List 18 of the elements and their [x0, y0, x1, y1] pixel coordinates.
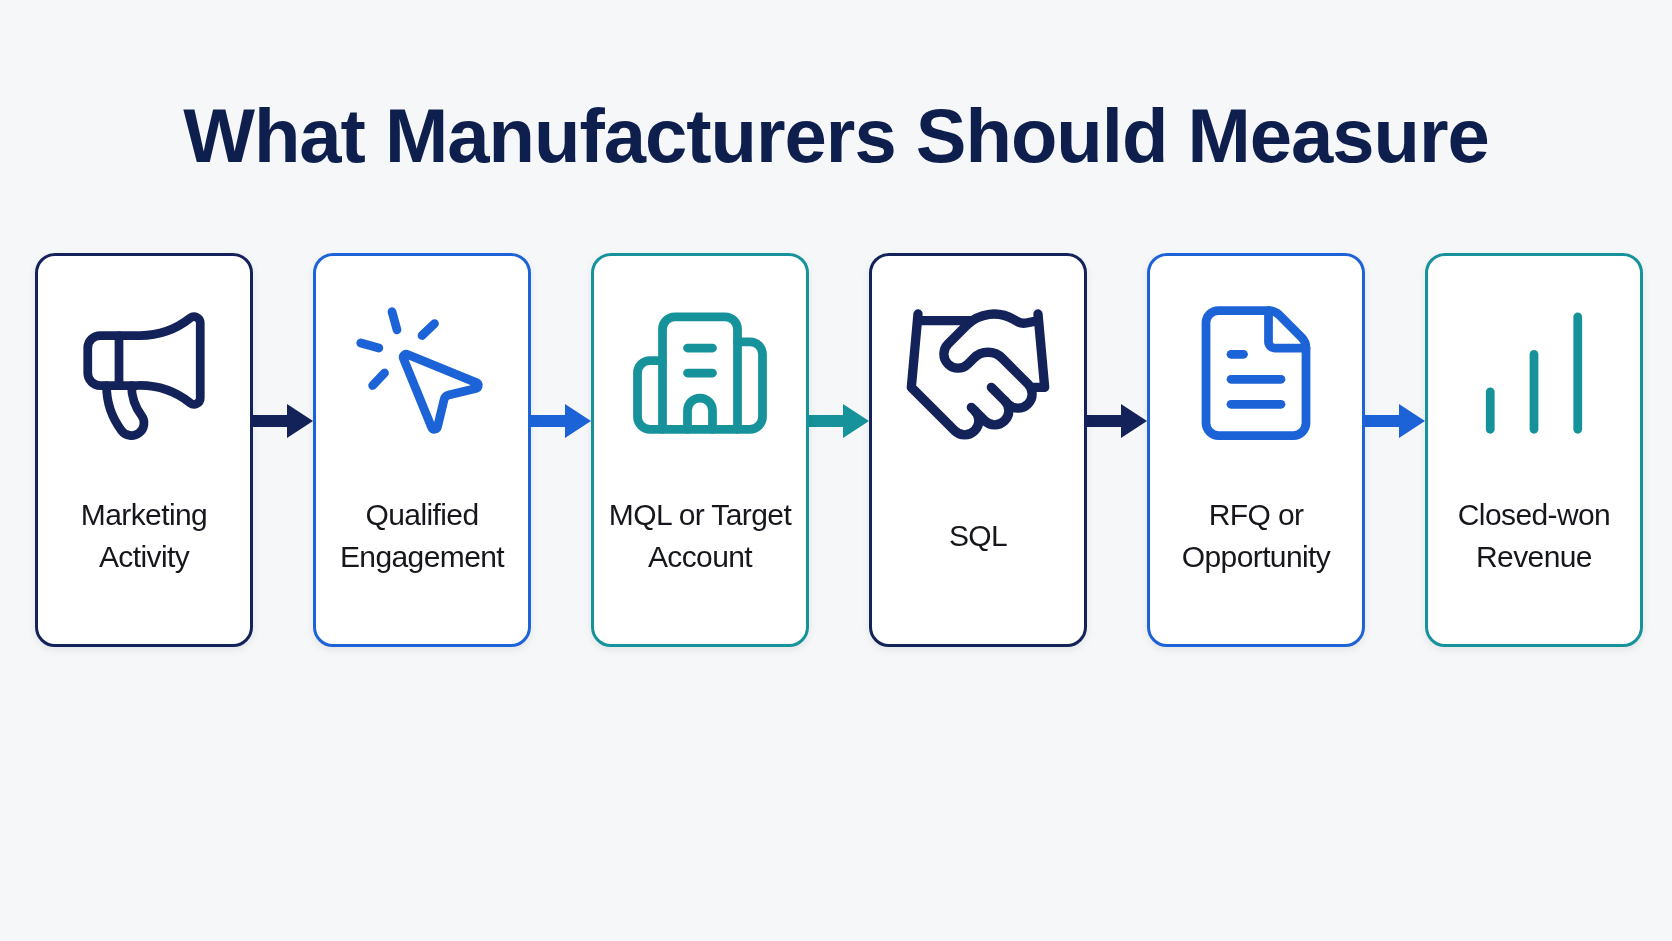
arrow: [1365, 404, 1425, 438]
diagram-title: What Manufacturers Should Measure: [183, 92, 1489, 179]
stage-label: MQL or Target Account: [607, 497, 793, 575]
stage-card: [1425, 253, 1643, 647]
arrow: [1087, 404, 1147, 438]
stage-card: [591, 253, 809, 647]
arrow: [809, 404, 869, 438]
stage-label: RFQ or Opportunity: [1180, 497, 1332, 575]
stage-card: [869, 253, 1087, 647]
stage-card: [1147, 253, 1365, 647]
arrow: [531, 404, 591, 438]
stage-card: [313, 253, 531, 647]
stage-label: Marketing Activity: [79, 497, 209, 575]
stage-label: Closed-won Revenue: [1456, 497, 1612, 575]
stage-label: Qualified Engagement: [338, 497, 506, 575]
stage-card: [35, 253, 253, 647]
stage-label: SQL: [948, 518, 1008, 554]
arrow: [253, 404, 313, 438]
